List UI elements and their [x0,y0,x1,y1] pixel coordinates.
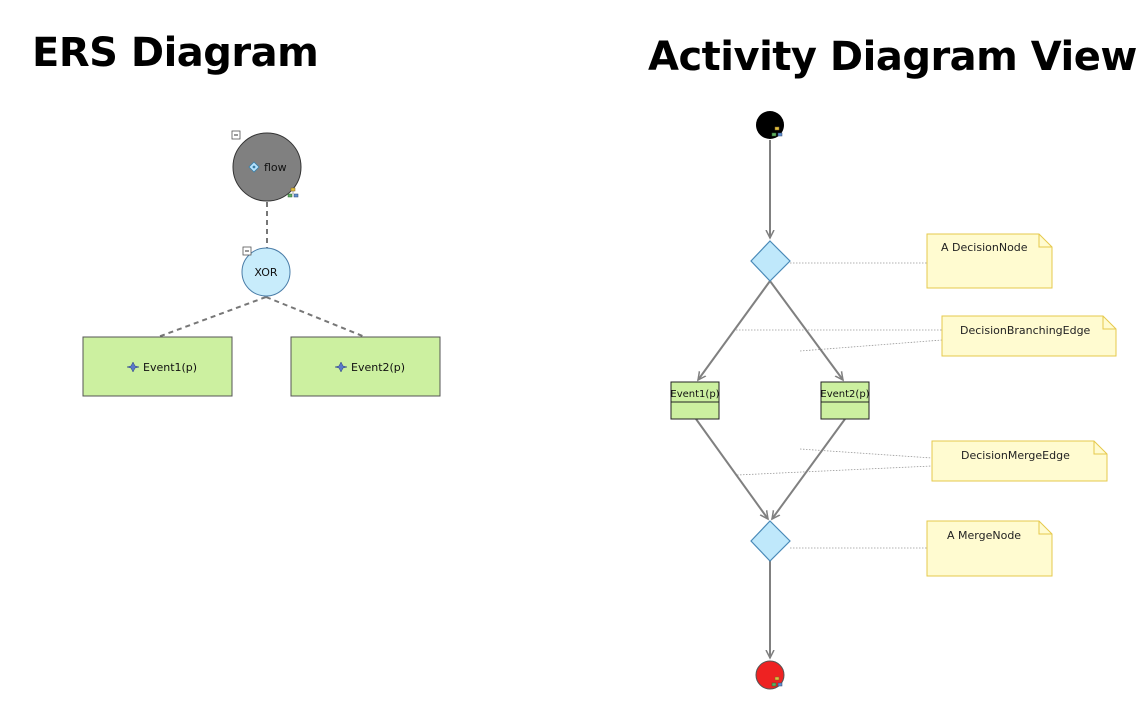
note-merge-node[interactable]: A MergeNode [926,520,1053,577]
event-icon [334,361,348,373]
merge-node[interactable] [750,520,791,562]
connector-xor-event1 [157,296,267,338]
initial-node[interactable] [756,111,784,139]
action-label: Event2(p) [820,389,869,400]
activity-diagram-title: Activity Diagram View [648,34,1137,80]
activity-diagram: Event1(p) Event2(p) A DecisionNode [670,111,1117,690]
edge-branch-event1 [698,280,771,380]
action-node[interactable]: Event2(p) [820,381,870,420]
note-label: DecisionMergeEdge [961,449,1070,462]
note-decision-node[interactable]: A DecisionNode [926,233,1053,289]
event-label: Event2(p) [351,361,405,374]
action-node[interactable]: Event1(p) [670,381,720,420]
note-label: A DecisionNode [941,241,1028,254]
event-icon [126,361,140,373]
xor-gateway-label: XOR [254,266,277,279]
final-node[interactable] [755,660,785,690]
event-label: Event1(p) [143,361,197,374]
edge-branch-event2 [769,280,843,380]
note-merge-edge[interactable]: DecisionMergeEdge [931,440,1108,482]
collapse-icon[interactable] [231,130,241,140]
flow-node-label: flow [264,161,287,174]
note-label: DecisionBranchingEdge [960,324,1091,337]
flow-node-icon [248,161,260,173]
edge-merge-event1 [695,418,768,519]
action-label: Event1(p) [670,389,719,400]
xor-gateway-node[interactable]: XOR [241,246,291,297]
hierarchy-icon [771,126,783,137]
ers-diagram: flow XOR Event1(p) [82,130,441,397]
ers-event-node[interactable]: Event1(p) [82,336,233,397]
edge-merge-event2 [772,418,846,519]
note-branching-edge[interactable]: DecisionBranchingEdge [941,315,1117,357]
hierarchy-icon [287,187,299,198]
note-label: A MergeNode [947,529,1021,542]
hierarchy-icon [771,676,783,687]
ers-event-node[interactable]: Event2(p) [290,336,441,397]
ers-root-node[interactable]: flow [231,130,302,202]
decision-node[interactable] [750,240,791,282]
ers-diagram-title: ERS Diagram [32,30,319,76]
connector-xor-event2 [265,296,366,338]
activity-edges [695,140,846,658]
collapse-icon[interactable] [242,246,252,256]
